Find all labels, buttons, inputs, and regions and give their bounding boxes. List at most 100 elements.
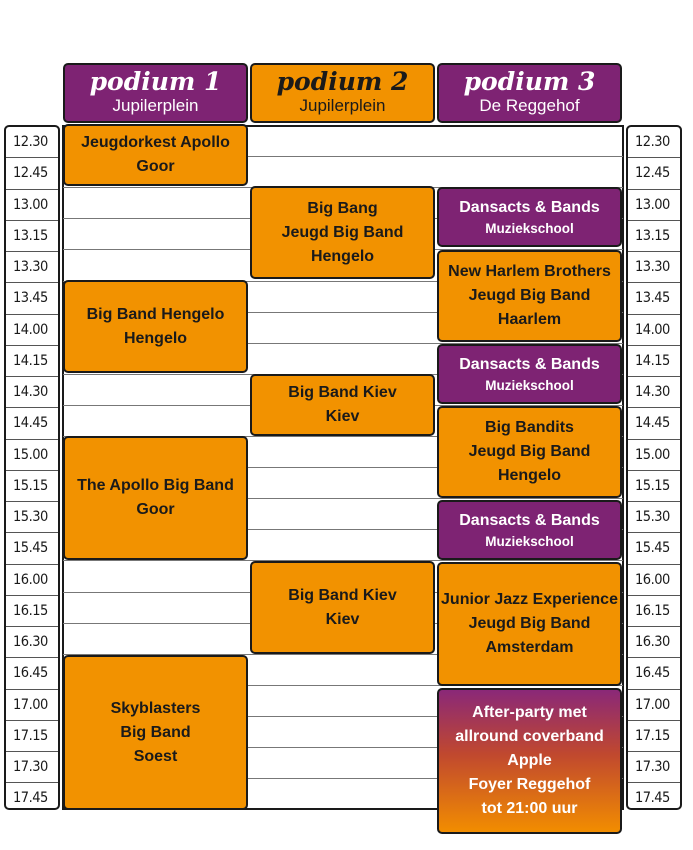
time-slot-label: 16.45 <box>628 658 680 690</box>
act-name: Junior Jazz Experience <box>441 591 618 608</box>
time-slot-label: 17.45 <box>13 790 48 807</box>
time-slot-label: 14.15 <box>6 346 58 377</box>
afterparty-line: After-party met <box>472 704 587 721</box>
performance-block: Dansacts & Bands Muziekschool <box>437 500 622 560</box>
afterparty-line: allround coverband <box>455 728 604 745</box>
time-slot-label: 15.15 <box>628 471 680 502</box>
time-slot-label: 13.45 <box>6 283 58 315</box>
time-slot-label: 16.00 <box>6 565 58 596</box>
time-slot-label: 13.15 <box>6 221 58 252</box>
stage-header-podium-1: podium 1 Jupilerplein <box>63 63 248 123</box>
time-slot-label: 17.15 <box>628 721 680 752</box>
time-slot-label: 17.00 <box>6 690 58 721</box>
time-slot-label: 13.30 <box>628 252 680 284</box>
act-name: Dansacts & Bands <box>459 355 600 373</box>
time-slot-label: 12.45 <box>628 158 680 190</box>
performance-block: Big Band Kiev Kiev <box>250 374 435 436</box>
time-slot-label: 13.00 <box>6 190 58 221</box>
act-name: Big Band Kiev <box>288 586 397 604</box>
afterparty-band: Apple <box>507 752 552 769</box>
act-name: Big Band Kiev <box>288 384 397 401</box>
act-name: Skyblasters <box>110 699 201 717</box>
grid-row-divider <box>63 560 623 562</box>
act-subtitle: Jeugd Big Band <box>468 615 591 632</box>
stage-name: podium 1 <box>89 67 222 96</box>
time-slot-label: 13.00 <box>628 190 680 221</box>
performance-block: Dansacts & Bands Muziekschool <box>437 344 622 404</box>
act-origin: Soest <box>133 747 178 765</box>
act-origin: Haarlem <box>497 311 562 328</box>
performance-block: Big Band Kiev Kiev <box>250 561 435 654</box>
stage-header-podium-3: podium 3 De Reggehof <box>437 63 622 123</box>
act-origin: Muziekschool <box>485 533 574 549</box>
act-subtitle: Jeugd Big Band <box>281 223 404 241</box>
grid-row-divider <box>63 498 623 500</box>
act-name: The Apollo Big Band <box>77 477 234 494</box>
afterparty-end-time: tot 21:00 uur <box>481 800 578 817</box>
time-slot-label: 15.00 <box>6 440 58 471</box>
act-name: Dansacts & Bands <box>459 511 600 529</box>
afterparty-location: Foyer Reggehof <box>468 776 591 793</box>
stage-location: Jupilerplein <box>299 96 386 115</box>
time-slot-label: 12.30 <box>628 127 680 159</box>
time-slot-label: 16.30 <box>6 627 58 659</box>
time-slot-label: 17.30 <box>6 752 58 784</box>
act-name: Dansacts & Bands <box>459 198 600 216</box>
time-slot-label: 15.45 <box>628 533 680 565</box>
grid-row-divider <box>63 280 623 282</box>
grid-row-divider <box>63 715 623 717</box>
time-slot-label: 17.30 <box>628 752 680 784</box>
grid-row-divider <box>63 436 623 437</box>
time-slot-label: 14.00 <box>6 315 58 346</box>
performance-block: The Apollo Big Band Goor <box>63 436 248 560</box>
stage-header-podium-2: podium 2 Jupilerplein <box>250 63 435 123</box>
act-origin: Amsterdam <box>485 639 574 656</box>
act-origin: Goor <box>136 158 175 175</box>
performance-block: Dansacts & Bands Muziekschool <box>437 187 622 247</box>
time-slot-label: 16.15 <box>6 596 58 627</box>
time-slot-label: 12.30 <box>6 127 58 159</box>
time-slot-label: 17.15 <box>6 721 58 752</box>
time-slot-label: 13.30 <box>6 252 58 284</box>
time-slot-label: 14.45 <box>6 408 58 440</box>
stage-name: podium 3 <box>463 67 596 96</box>
act-name: Big Band Hengelo <box>86 305 225 323</box>
time-slot-label: 12.45 <box>6 158 58 190</box>
performance-block: Big Band Hengelo Hengelo <box>63 280 248 373</box>
time-slot-label: 15.45 <box>6 533 58 565</box>
act-subtitle: Jeugd Big Band <box>468 287 591 304</box>
time-slot-label: 13.15 <box>628 221 680 252</box>
act-origin: Hengelo <box>310 247 375 265</box>
grid-row-divider <box>63 684 623 686</box>
act-origin: Goor <box>136 501 175 518</box>
time-slot-label: 15.15 <box>6 471 58 502</box>
grid-row-divider <box>63 653 623 655</box>
act-name: Big Bang <box>307 199 378 217</box>
grid-row-divider <box>63 311 623 313</box>
performance-block: Big Bang Jeugd Big Band Hengelo <box>250 186 435 279</box>
act-origin: Muziekschool <box>485 377 574 393</box>
act-name-line2: Big Band <box>120 723 191 741</box>
act-origin: Hengelo <box>123 329 188 347</box>
time-slot-label: 16.00 <box>628 565 680 596</box>
time-slot-label: 14.30 <box>6 377 58 409</box>
grid-row-divider <box>63 467 623 469</box>
time-slot-label: 15.00 <box>628 440 680 471</box>
time-slot-label: 14.30 <box>628 377 680 409</box>
performance-block: New Harlem Brothers Jeugd Big Band Haarl… <box>437 250 622 342</box>
act-subtitle: Jeugd Big Band <box>468 443 591 460</box>
performance-block: Big Bandits Jeugd Big Band Hengelo <box>437 406 622 498</box>
performance-block: Jeugdorkest Apollo Goor <box>63 124 248 186</box>
act-name: New Harlem Brothers <box>448 263 611 280</box>
time-slot-label: 14.15 <box>628 346 680 377</box>
time-slot-label: 15.30 <box>6 502 58 534</box>
time-slot-label: 16.45 <box>6 658 58 690</box>
time-slot-label: 14.00 <box>628 315 680 346</box>
act-name: Jeugdorkest Apollo <box>81 134 230 151</box>
grid-row-divider <box>63 747 623 748</box>
stage-name: podium 2 <box>276 67 409 96</box>
act-origin: Kiev <box>325 408 360 425</box>
stage-location: De Reggehof <box>479 96 580 115</box>
time-slot-label: 13.45 <box>628 283 680 315</box>
